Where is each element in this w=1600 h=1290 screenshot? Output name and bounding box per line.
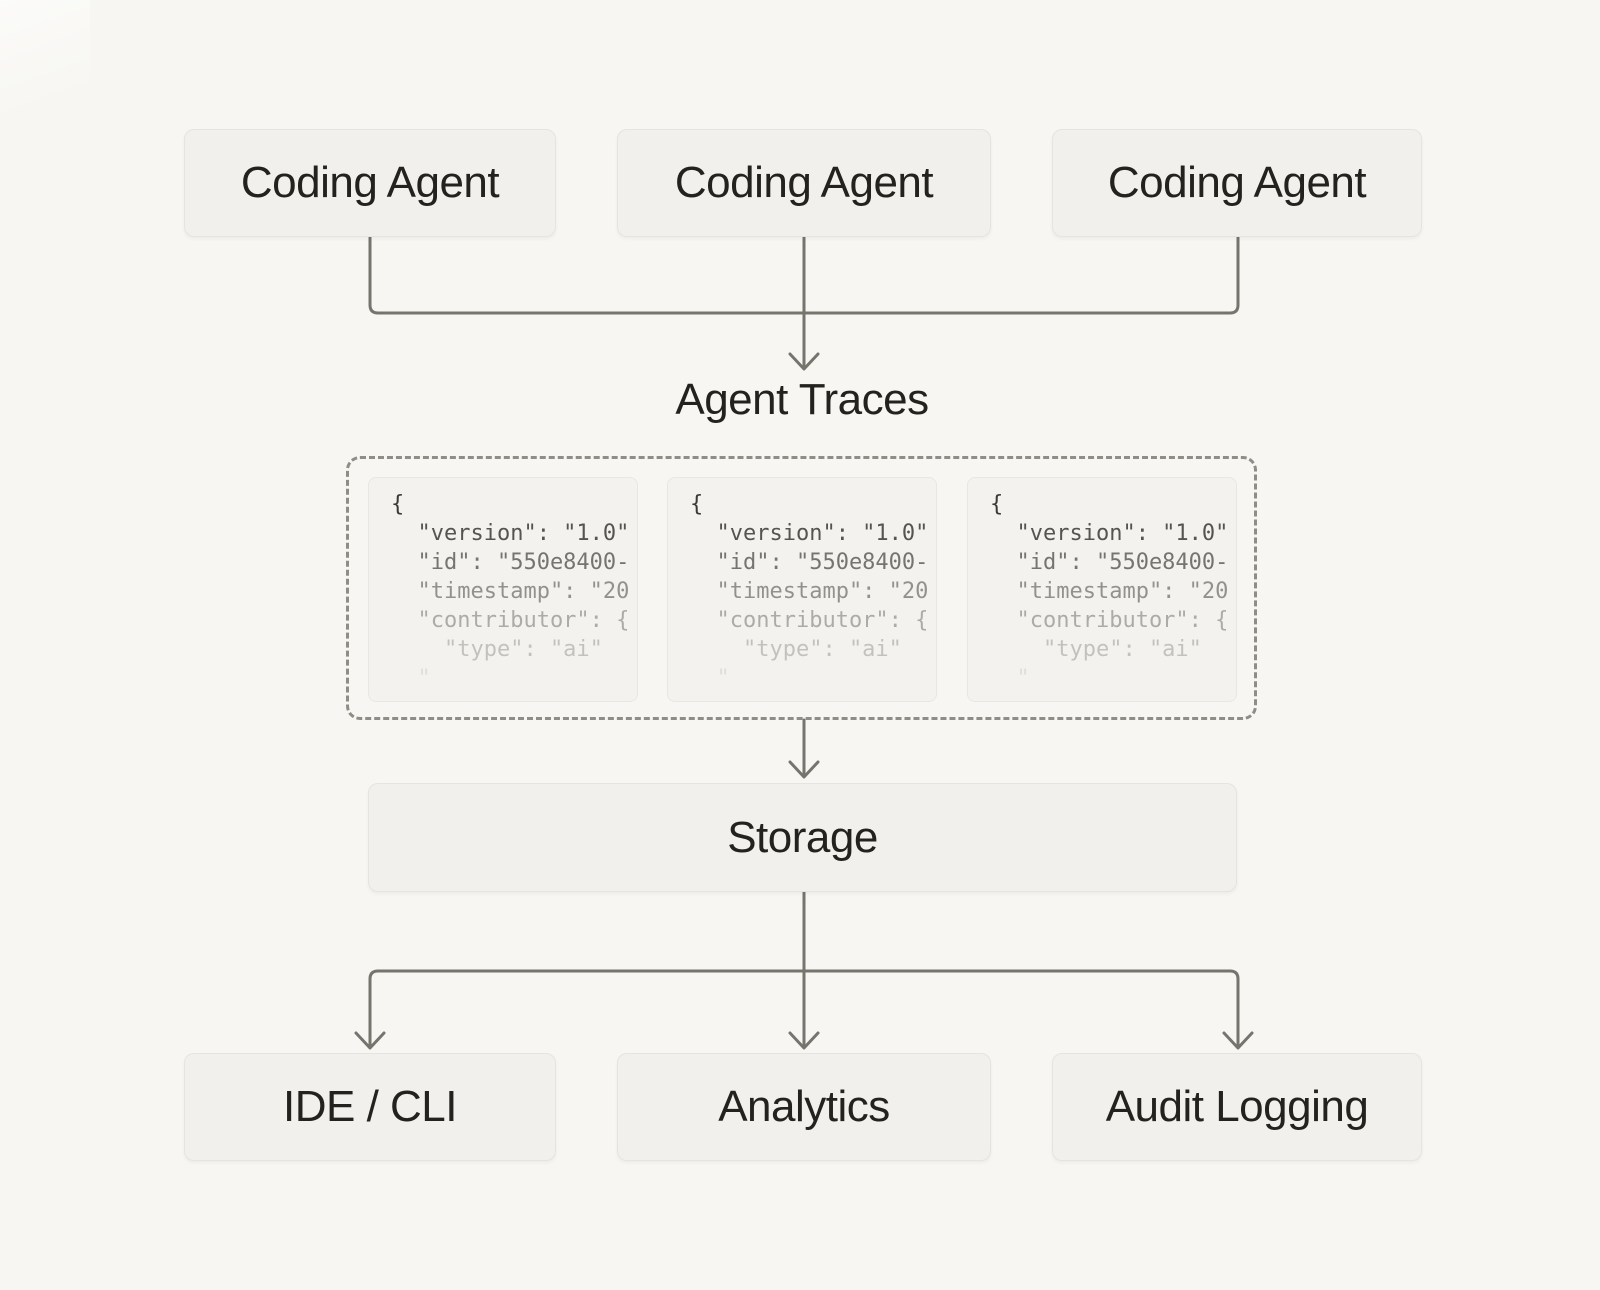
code-line: "type": "ai": [690, 637, 902, 662]
audit-logging-box: Audit Logging: [1052, 1053, 1422, 1161]
analytics-label: Analytics: [718, 1082, 890, 1131]
code-line: "timestamp": "20: [990, 579, 1229, 604]
code-line: "timestamp": "20: [391, 579, 630, 604]
code-line: ": [990, 666, 1030, 691]
code-line: {: [690, 492, 704, 517]
trace-json-card-1: { "version": "1.0" "id": "550e8400- "tim…: [368, 477, 638, 702]
trace-json-card-3: { "version": "1.0" "id": "550e8400- "tim…: [967, 477, 1237, 702]
coding-agent-label: Coding Agent: [1107, 158, 1367, 207]
coding-agent-label: Coding Agent: [674, 158, 934, 207]
storage-box: Storage: [368, 783, 1237, 892]
code-line: {: [391, 492, 405, 517]
bottom-bracket-line: [368, 969, 1240, 1048]
code-line: ": [391, 666, 431, 691]
arrow-down-icon: [354, 1031, 386, 1050]
audit-logging-label: Audit Logging: [1105, 1082, 1369, 1131]
code-line: {: [990, 492, 1004, 517]
code-line: "contributor": {: [990, 608, 1229, 633]
code-line: "type": "ai": [391, 637, 603, 662]
coding-agent-box-3: Coding Agent: [1052, 129, 1422, 237]
ide-cli-box: IDE / CLI: [184, 1053, 556, 1161]
code-line: "version": "1.0": [391, 521, 630, 546]
coding-agent-label: Coding Agent: [240, 158, 500, 207]
code-line: "id": "550e8400-: [391, 550, 630, 575]
code-line: "timestamp": "20: [690, 579, 929, 604]
window-corner-highlight: [0, 0, 90, 140]
code-line: ": [690, 666, 730, 691]
arrow-down-icon: [788, 760, 820, 779]
arrow-down-icon: [788, 1031, 820, 1050]
code-line: "contributor": {: [391, 608, 630, 633]
ide-cli-label: IDE / CLI: [283, 1082, 458, 1131]
coding-agent-box-2: Coding Agent: [617, 129, 991, 237]
trace-json-card-2: { "version": "1.0" "id": "550e8400- "tim…: [667, 477, 937, 702]
code-line: "id": "550e8400-: [690, 550, 929, 575]
analytics-box: Analytics: [617, 1053, 991, 1161]
agent-traces-title: Agent Traces: [675, 375, 929, 424]
agent-traces-container: { "version": "1.0" "id": "550e8400- "tim…: [346, 456, 1257, 720]
storage-label: Storage: [727, 812, 878, 862]
top-bracket-line: [368, 235, 1240, 315]
coding-agent-box-1: Coding Agent: [184, 129, 556, 237]
arrow-down-icon: [1222, 1031, 1254, 1050]
arrow-down-icon: [788, 352, 820, 371]
code-line: "contributor": {: [690, 608, 929, 633]
code-line: "version": "1.0": [990, 521, 1229, 546]
code-line: "type": "ai": [990, 637, 1202, 662]
code-line: "version": "1.0": [690, 521, 929, 546]
code-line: "id": "550e8400-: [990, 550, 1229, 575]
